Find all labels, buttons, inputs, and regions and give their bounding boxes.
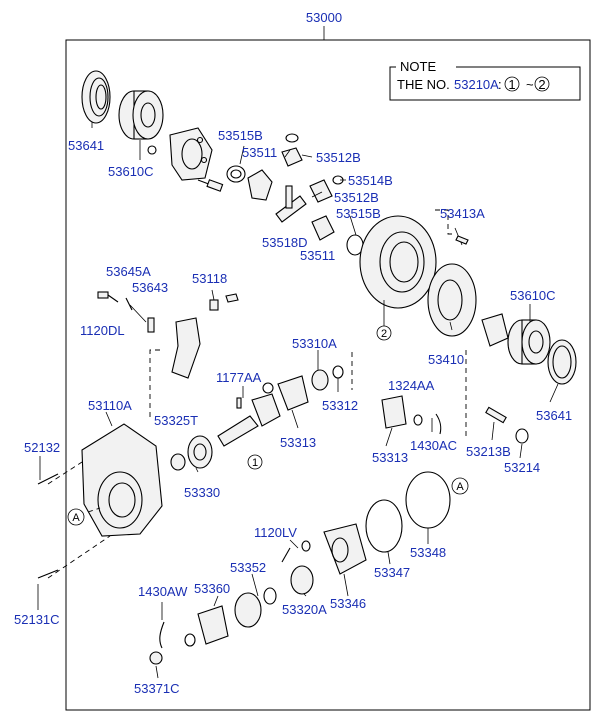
note-ref-number[interactable]: 53210A bbox=[454, 77, 499, 92]
circle-marker-a-left: A bbox=[67, 508, 85, 526]
note-tilde: ~ bbox=[526, 77, 534, 92]
label-53511-a[interactable]: 53511 bbox=[242, 145, 277, 160]
label-53371c[interactable]: 53371C bbox=[134, 681, 180, 696]
label-53348[interactable]: 53348 bbox=[410, 545, 446, 560]
note-box: NOTE THE NO. 53210A : 1 ~ 2 bbox=[389, 59, 581, 101]
part-lower-components bbox=[149, 471, 451, 665]
dashed-alignment-lines bbox=[47, 209, 467, 579]
label-53515b-b[interactable]: 53515B bbox=[336, 206, 381, 221]
label-53512b-a[interactable]: 53512B bbox=[316, 150, 361, 165]
label-53512b-b[interactable]: 53512B bbox=[334, 190, 379, 205]
label-53213b[interactable]: 53213B bbox=[466, 444, 511, 459]
label-53118[interactable]: 53118 bbox=[192, 271, 227, 286]
label-53610c-top[interactable]: 53610C bbox=[108, 164, 154, 179]
circle-marker-1-shaft: 1 bbox=[247, 454, 263, 470]
part-shims bbox=[170, 365, 344, 471]
note-colon: : bbox=[498, 77, 502, 92]
part-side-gear-cluster bbox=[226, 133, 364, 256]
label-53313-a[interactable]: 53313 bbox=[280, 435, 316, 450]
label-53325t[interactable]: 53325T bbox=[154, 413, 198, 428]
circle-marker-a-right: A bbox=[451, 477, 469, 495]
label-53360[interactable]: 53360 bbox=[194, 581, 230, 596]
label-52131c[interactable]: 52131C bbox=[14, 612, 60, 627]
label-1177aa[interactable]: 1177AA bbox=[216, 370, 262, 385]
note-range-end: 2 bbox=[538, 77, 545, 92]
circle-marker-2-gear: 2 bbox=[376, 325, 392, 341]
label-53312[interactable]: 53312 bbox=[322, 398, 358, 413]
label-53518d[interactable]: 53518D bbox=[262, 235, 308, 250]
label-53410[interactable]: 53410 bbox=[428, 352, 464, 367]
label-53313-b[interactable]: 53313 bbox=[372, 450, 408, 465]
label-53214[interactable]: 53214 bbox=[504, 460, 540, 475]
part-53641-seal-top bbox=[81, 70, 111, 124]
part-drive-pinion bbox=[217, 382, 281, 447]
label-53641-top[interactable]: 53641 bbox=[68, 138, 104, 153]
label-52132[interactable]: 52132 bbox=[24, 440, 60, 455]
part-53610c-bearing-top bbox=[118, 90, 164, 140]
label-53413a[interactable]: 53413A bbox=[440, 206, 485, 221]
label-53610c-right[interactable]: 53610C bbox=[510, 288, 556, 303]
diagram-frame bbox=[65, 39, 591, 711]
svg-text:A: A bbox=[456, 481, 464, 493]
svg-text:2: 2 bbox=[381, 328, 387, 340]
label-53320a[interactable]: 53320A bbox=[282, 602, 327, 617]
part-differential-half-case bbox=[427, 263, 509, 347]
label-53346[interactable]: 53346 bbox=[330, 596, 366, 611]
note-title: NOTE bbox=[400, 59, 436, 74]
part-right-shims bbox=[381, 395, 529, 444]
label-1430ac[interactable]: 1430AC bbox=[410, 438, 457, 453]
label-53110a[interactable]: 53110A bbox=[88, 398, 132, 413]
svg-text:A: A bbox=[72, 512, 80, 524]
label-1430aw[interactable]: 1430AW bbox=[138, 584, 188, 599]
label-1120dl[interactable]: 1120DL bbox=[80, 323, 125, 338]
part-53610c-bearing-right bbox=[507, 319, 551, 365]
label-53511-b[interactable]: 53511 bbox=[300, 248, 335, 263]
label-53645a[interactable]: 53645A bbox=[106, 264, 151, 279]
svg-text:1: 1 bbox=[252, 457, 258, 469]
part-53641-seal-right bbox=[547, 339, 577, 385]
label-53330[interactable]: 53330 bbox=[184, 485, 220, 500]
part-carrier-housing bbox=[37, 423, 163, 579]
leader-lines bbox=[37, 122, 559, 679]
note-prefix: THE NO. bbox=[397, 77, 450, 92]
part-bearing-cap bbox=[97, 291, 239, 379]
label-1324aa[interactable]: 1324AA bbox=[388, 378, 435, 393]
note-range-start: 1 bbox=[508, 77, 515, 92]
part-labels: 53641 53610C 53515B 53511 53512B 53514B … bbox=[14, 128, 572, 696]
label-53643[interactable]: 53643 bbox=[132, 280, 168, 295]
label-53352[interactable]: 53352 bbox=[230, 560, 266, 575]
label-53310a[interactable]: 53310A bbox=[292, 336, 337, 351]
assembly-number-label[interactable]: 53000 bbox=[306, 10, 342, 25]
part-ring-gear bbox=[359, 215, 437, 309]
part-differential-case bbox=[147, 127, 224, 192]
label-53641-right[interactable]: 53641 bbox=[536, 408, 572, 423]
label-53515b-a[interactable]: 53515B bbox=[218, 128, 263, 143]
label-53347[interactable]: 53347 bbox=[374, 565, 410, 580]
label-1120lv[interactable]: 1120LV bbox=[254, 525, 297, 540]
label-53514b[interactable]: 53514B bbox=[348, 173, 393, 188]
